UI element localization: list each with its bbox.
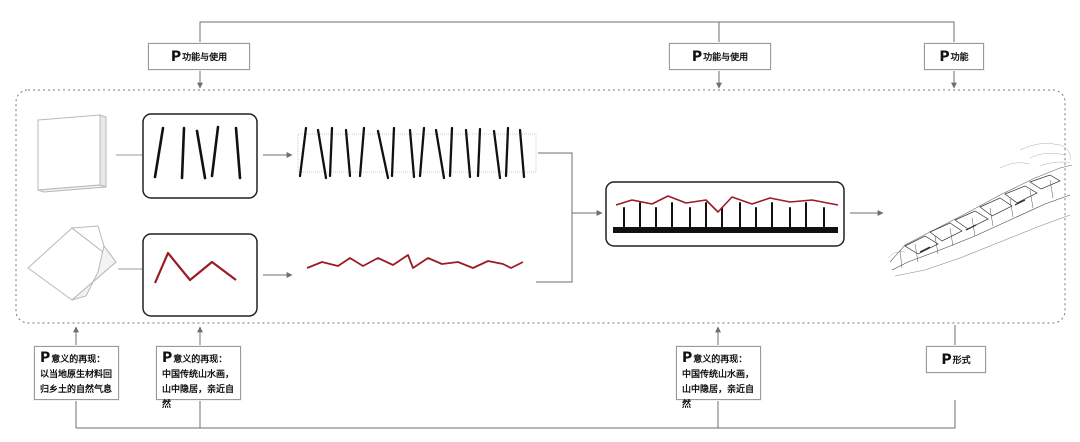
label-prefix: P bbox=[170, 48, 182, 65]
label-prefix: P bbox=[162, 350, 173, 366]
stick bbox=[518, 128, 526, 179]
flat-board-icon bbox=[37, 114, 107, 193]
stick bbox=[390, 126, 396, 178]
stick bbox=[418, 126, 426, 178]
stick-row-pattern bbox=[297, 126, 537, 180]
label-meaning-local-material: P意义的再现：以当地原生材料回归乡土的自然气息 bbox=[34, 346, 119, 400]
zigzag-icon bbox=[142, 233, 258, 317]
stick bbox=[492, 129, 502, 180]
label-text: 功能与使用 bbox=[182, 53, 228, 63]
bottom-feedback-loop bbox=[73, 325, 956, 429]
label-prefix: P bbox=[691, 48, 703, 65]
stick bbox=[464, 128, 472, 179]
zigzag-line bbox=[153, 251, 237, 284]
label-text: 意义的再现：中国传统山水画，山中隐居，亲近自然 bbox=[682, 355, 755, 410]
stick bbox=[316, 128, 328, 180]
fence-base bbox=[613, 227, 838, 233]
label-meaning-landscape-2: P意义的再现：中国传统山水画，山中隐居，亲近自然 bbox=[676, 346, 761, 410]
stick bbox=[504, 126, 510, 178]
top-feedback-loop bbox=[197, 21, 957, 89]
zigzag-row-pattern bbox=[306, 254, 524, 269]
stick bbox=[358, 126, 366, 178]
composite-fence-icon bbox=[605, 181, 845, 247]
label-prefix: P bbox=[682, 350, 693, 366]
building-sketch-icon bbox=[887, 143, 1073, 277]
folded-board-icon bbox=[27, 225, 117, 301]
stick bbox=[476, 127, 482, 178]
label-text: 功能与使用 bbox=[703, 53, 749, 63]
label-prefix: P bbox=[939, 48, 950, 65]
label-text: 功能 bbox=[950, 53, 969, 63]
label-text: 意义的再现：以当地原生材料回归乡土的自然气息 bbox=[40, 355, 113, 395]
label-prefix: P bbox=[40, 350, 51, 366]
stick bbox=[448, 126, 454, 178]
fence-zigzag bbox=[615, 195, 839, 213]
stick bbox=[328, 126, 334, 178]
label-text: 意义的再现：中国传统山水画，山中隐居，亲近自然 bbox=[162, 355, 235, 410]
merge-connector bbox=[536, 152, 603, 283]
label-text: 形式 bbox=[952, 356, 971, 366]
stick bbox=[298, 126, 308, 178]
stick bbox=[434, 128, 446, 180]
label-prefix: P bbox=[941, 351, 952, 368]
stick bbox=[376, 129, 390, 180]
stick bbox=[344, 128, 352, 178]
stick bbox=[408, 128, 416, 179]
label-meaning-landscape-1: P意义的再现：中国传统山水画，山中隐居，亲近自然 bbox=[156, 346, 241, 410]
stick-group bbox=[153, 125, 242, 180]
